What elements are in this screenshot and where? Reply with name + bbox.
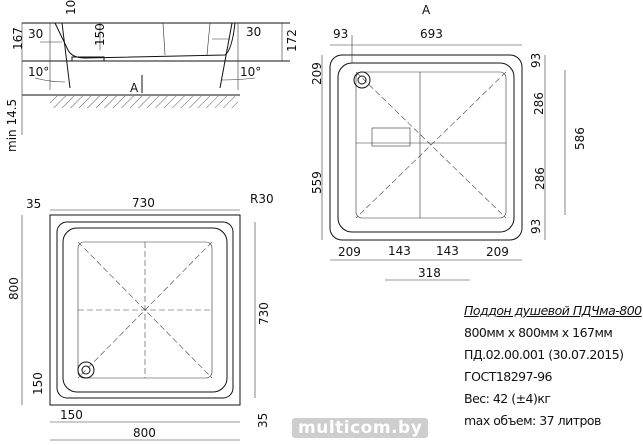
- angle-left: 10°: [28, 65, 49, 79]
- dim-800-bottom: 800: [133, 426, 156, 440]
- dim-10: 10: [64, 0, 78, 15]
- dim-586: 586: [573, 127, 587, 150]
- product-weight: Вес: 42 (±4)кг: [464, 391, 551, 406]
- dim-93-top: 93: [333, 27, 348, 41]
- dim-35-right: 35: [256, 413, 270, 428]
- product-title: Поддон душевой ПДЧма-800: [464, 303, 642, 318]
- top-view: A 93 693 209 93 286 586 286 93 559 209 1…: [310, 3, 587, 281]
- product-info: Поддон душевой ПДЧма-800 800мм x 800мм x…: [464, 300, 642, 432]
- product-standard: ГОСТ18297-96: [464, 369, 553, 384]
- dim-150: 150: [93, 23, 107, 46]
- dim-318: 318: [418, 266, 441, 280]
- dim-r30: R30: [250, 192, 274, 206]
- dim-730-right: 730: [257, 302, 271, 325]
- dim-167: 167: [11, 27, 25, 50]
- dim-286-lower: 286: [533, 167, 547, 190]
- dim-172: 172: [285, 29, 299, 52]
- view-marker-a: A: [130, 81, 139, 95]
- dim-93-right-top: 93: [529, 53, 543, 68]
- plan-view: 35 730 R30 800 730 150 35 150 800: [7, 192, 274, 441]
- dim-30-right: 30: [246, 25, 261, 39]
- dim-286-upper: 286: [532, 92, 546, 115]
- dim-150-bottom: 150: [60, 408, 83, 422]
- dim-143-left: 143: [388, 244, 411, 258]
- dim-150-left: 150: [31, 372, 45, 395]
- dim-30-left: 30: [28, 27, 43, 41]
- side-view: 167 10 30 150 30 172 10° 10° A min 14.5: [5, 0, 299, 152]
- dim-800-left: 800: [7, 277, 21, 300]
- dim-min-14-5: min 14.5: [5, 99, 19, 152]
- dim-693: 693: [420, 27, 443, 41]
- watermark: multicom.by: [292, 418, 429, 438]
- dim-143-right: 143: [436, 244, 459, 258]
- dim-559: 559: [310, 171, 324, 194]
- dim-209-left: 209: [310, 62, 324, 85]
- dim-35-top: 35: [26, 197, 41, 211]
- product-code: ПД.02.00.001 (30.07.2015): [464, 347, 624, 362]
- dim-93-right-bottom: 93: [529, 219, 543, 234]
- view-label-a: A: [422, 3, 431, 17]
- product-size: 800мм x 800мм x 167мм: [464, 325, 613, 340]
- dim-730-top: 730: [132, 196, 155, 210]
- product-volume: max объем: 37 литров: [464, 413, 601, 428]
- dim-209-bottom-left: 209: [338, 245, 361, 259]
- dim-209-bottom-right: 209: [486, 245, 509, 259]
- angle-right: 10°: [240, 65, 261, 79]
